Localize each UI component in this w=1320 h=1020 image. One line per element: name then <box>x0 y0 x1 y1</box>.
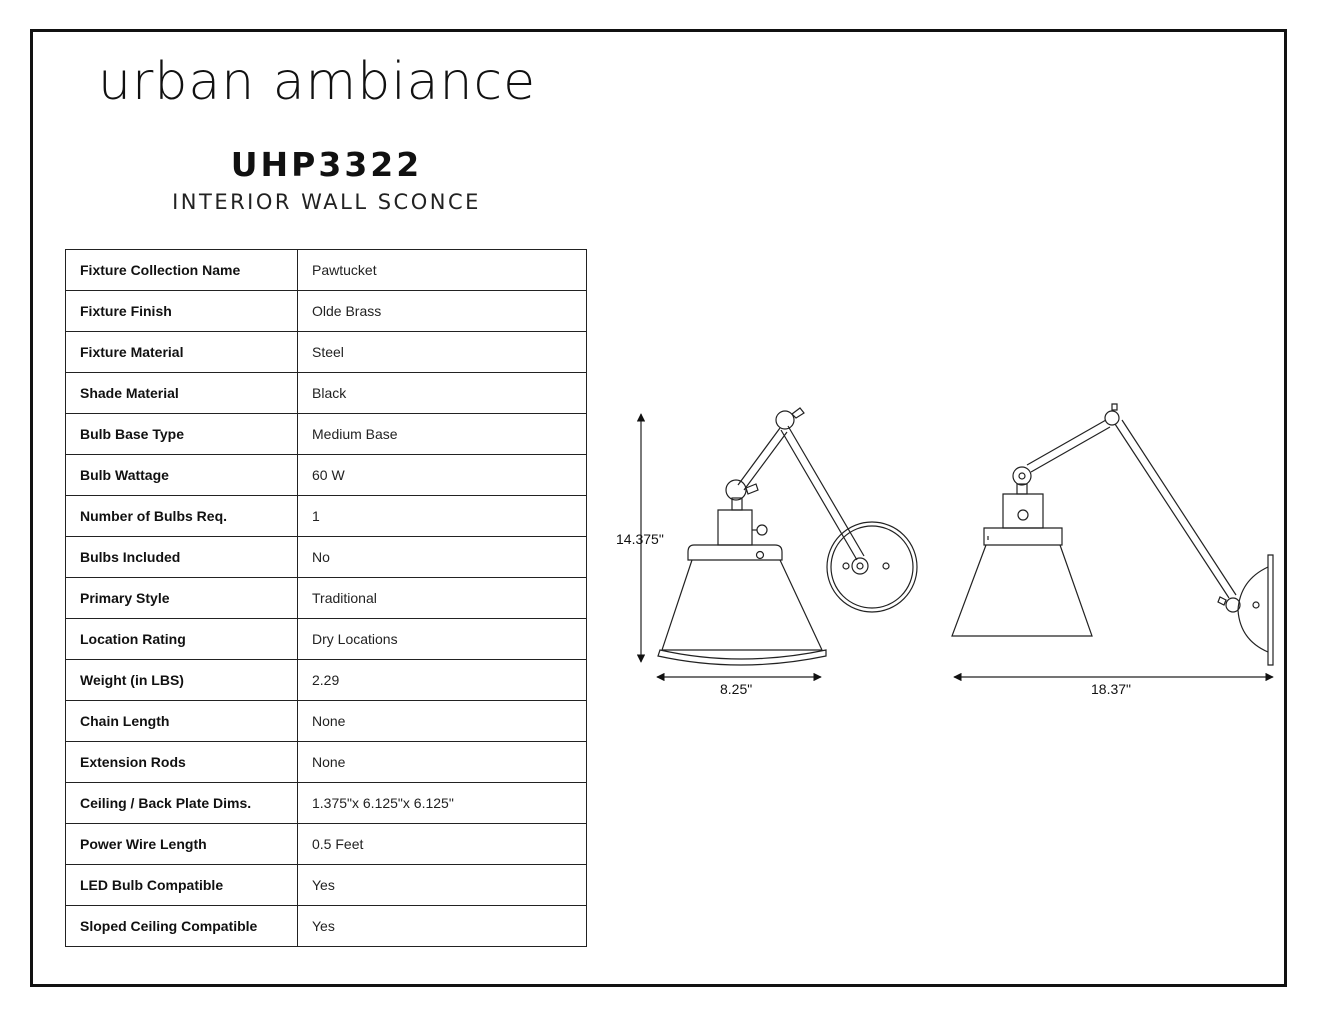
spec-value: Yes <box>297 864 587 906</box>
spec-label: Weight (in LBS) <box>65 659 298 701</box>
spec-value: 1.375"x 6.125"x 6.125" <box>297 782 587 824</box>
spec-value: Steel <box>297 331 587 373</box>
spec-row: Weight (in LBS)2.29 <box>65 659 587 701</box>
spec-label: Power Wire Length <box>65 823 298 865</box>
model-number: UHP3322 <box>230 145 423 184</box>
spec-value: No <box>297 536 587 578</box>
brand-logo: urban ambiance <box>98 52 537 112</box>
spec-value: None <box>297 700 587 742</box>
spec-label: LED Bulb Compatible <box>65 864 298 906</box>
spec-value: 60 W <box>297 454 587 496</box>
spec-label: Bulbs Included <box>65 536 298 578</box>
spec-label: Location Rating <box>65 618 298 660</box>
spec-value: Traditional <box>297 577 587 619</box>
spec-value: 1 <box>297 495 587 537</box>
spec-label: Shade Material <box>65 372 298 414</box>
spec-row: Number of Bulbs Req.1 <box>65 495 587 537</box>
front-width-dimension: 8.25" <box>720 681 753 697</box>
spec-label: Ceiling / Back Plate Dims. <box>65 782 298 824</box>
spec-label: Fixture Finish <box>65 290 298 332</box>
product-type: INTERIOR WALL SCONCE <box>172 190 481 214</box>
spec-row: Ceiling / Back Plate Dims.1.375"x 6.125"… <box>65 782 587 824</box>
spec-value: Medium Base <box>297 413 587 455</box>
spec-label: Fixture Collection Name <box>65 249 298 291</box>
sconce-drawing <box>636 403 1274 682</box>
height-dimension: 14.375" <box>616 531 664 547</box>
spec-value: 0.5 Feet <box>297 823 587 865</box>
spec-value: Dry Locations <box>297 618 587 660</box>
spec-label: Bulb Wattage <box>65 454 298 496</box>
spec-label: Extension Rods <box>65 741 298 783</box>
spec-label: Chain Length <box>65 700 298 742</box>
spec-label: Bulb Base Type <box>65 413 298 455</box>
spec-label: Primary Style <box>65 577 298 619</box>
spec-label: Sloped Ceiling Compatible <box>65 905 298 947</box>
spec-value: 2.29 <box>297 659 587 701</box>
spec-value: Black <box>297 372 587 414</box>
spec-label: Number of Bulbs Req. <box>65 495 298 537</box>
page-border <box>30 29 1287 987</box>
spec-value: Yes <box>297 905 587 947</box>
side-depth-dimension: 18.37" <box>1091 681 1132 697</box>
spec-value: None <box>297 741 587 783</box>
spec-label: Fixture Material <box>65 331 298 373</box>
spec-value: Pawtucket <box>297 249 587 291</box>
spec-value: Olde Brass <box>297 290 587 332</box>
